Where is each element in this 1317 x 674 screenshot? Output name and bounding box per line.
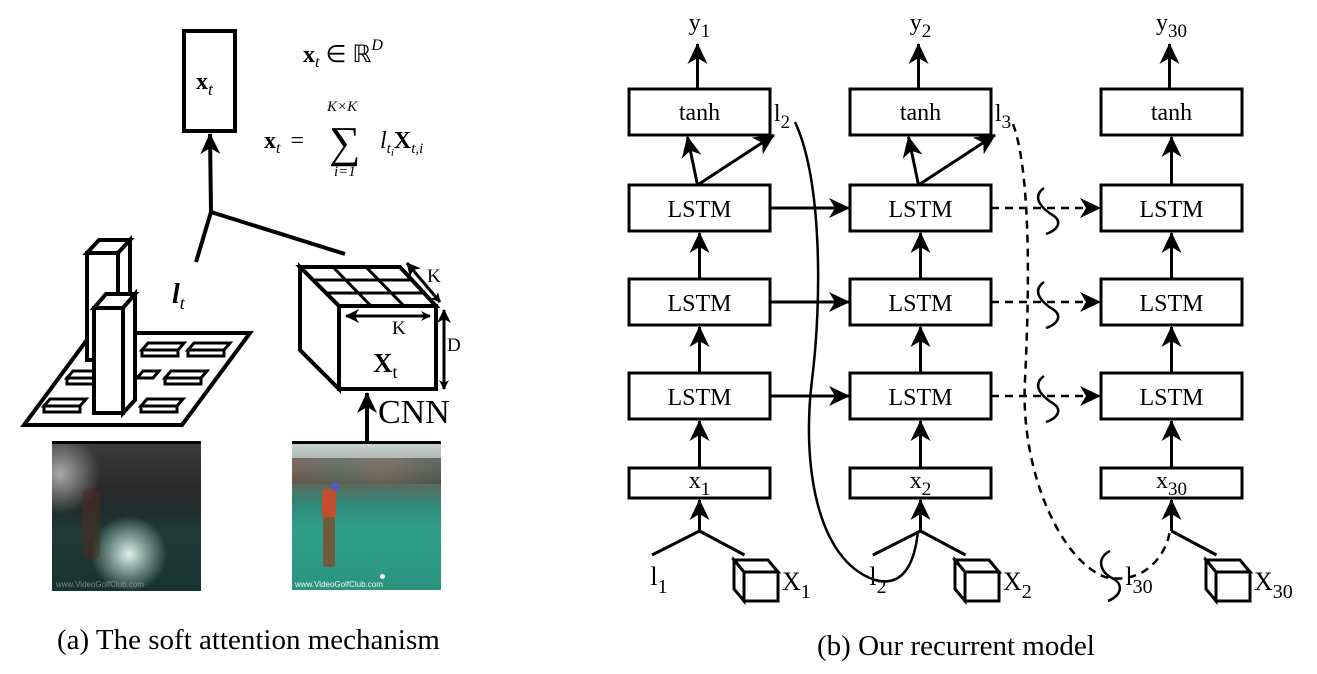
- svg-text:K×K: K×K: [326, 99, 358, 115]
- output-label: y30: [1156, 10, 1187, 42]
- location-input-label: l30: [1125, 562, 1152, 598]
- tanh-box: [627, 87, 772, 137]
- location-input-line: [872, 529, 922, 557]
- frame-cube-icon: [951, 555, 1003, 606]
- feature-arrow: [200, 133, 221, 213]
- tanh-arrow: [902, 136, 923, 186]
- frame-label: X30: [1254, 567, 1293, 603]
- lstm-label: LSTM: [1139, 197, 1203, 223]
- frame-input-line: [698, 529, 746, 557]
- lstm-box: [848, 277, 993, 327]
- cube-label: Xt: [373, 348, 398, 382]
- svg-text:xt=: xt=: [264, 128, 304, 157]
- attention-branch-line: [194, 211, 213, 263]
- photo-watermark: www.VideoGolfClub.com: [295, 580, 383, 589]
- lstm-box: [1099, 277, 1244, 327]
- tanh-label: tanh: [900, 100, 941, 126]
- equation-soft-attention: xt= K×K ∑ i=1 ltiXt,i: [264, 99, 423, 180]
- cnn-label: CNN: [378, 394, 450, 431]
- location-input-label: l1: [650, 562, 667, 598]
- tanh-box: [1099, 87, 1244, 137]
- location-output-label: l3: [995, 101, 1011, 133]
- frame-label: X2: [1003, 567, 1032, 603]
- golfer-legs: [323, 517, 335, 567]
- input-feature-box: [627, 466, 772, 500]
- input-video-frame: www.VideoGolfClub.com: [292, 441, 441, 590]
- tanh-label: tanh: [679, 100, 720, 126]
- input-feature-label: x30: [1156, 468, 1187, 500]
- location-input-line: [651, 529, 701, 557]
- cube-depth-dimension: [405, 262, 442, 303]
- lstm-label: LSTM: [1139, 385, 1203, 411]
- output-label: y2: [910, 10, 932, 42]
- attention-map-label: lt: [172, 279, 186, 313]
- golfer-head: [331, 482, 340, 491]
- lstm-label: LSTM: [888, 197, 952, 223]
- golfer-shirt: [322, 489, 336, 519]
- tanh-label: tanh: [1151, 100, 1192, 126]
- location-input-label: l2: [869, 562, 886, 598]
- cube-depth-label: K: [427, 266, 441, 287]
- attention-map-icon: [20, 234, 254, 427]
- cube-width-label: K: [392, 318, 406, 339]
- lstm-label: LSTM: [1139, 291, 1203, 317]
- input-feature-label: x1: [689, 468, 711, 500]
- tanh-box: [848, 87, 993, 137]
- location-feedback-curve: [793, 121, 920, 583]
- feature-cube-icon: [295, 262, 441, 394]
- feature-branch-line: [210, 210, 346, 256]
- svg-text:∑: ∑: [329, 118, 360, 167]
- trees-background: [292, 458, 441, 484]
- golf-ball: [380, 574, 385, 579]
- caption-panel-a: (a) The soft attention mechanism: [57, 624, 440, 656]
- input-feature-box: [1099, 466, 1244, 500]
- location-feedback-curve-skipped: [1011, 123, 1172, 580]
- photo-watermark: www.VideoGolfClub.com: [56, 580, 144, 589]
- lstm-box: [848, 371, 993, 421]
- time-break-icon: [1037, 186, 1060, 236]
- lstm-box: [627, 371, 772, 421]
- frame-cube-icon: [730, 555, 782, 606]
- tanh-arrow: [681, 136, 702, 186]
- lstm-label: LSTM: [667, 197, 731, 223]
- frame-input-line: [1170, 529, 1218, 557]
- lstm-label: LSTM: [667, 291, 731, 317]
- frame-cube-icon: [1202, 555, 1254, 606]
- svg-text:i=1: i=1: [334, 164, 356, 180]
- lstm-box: [1099, 183, 1244, 233]
- panel-a: xt xt∈ℝD xt= K×K ∑ i=1 ltiXt,i: [20, 29, 461, 441]
- time-break-icon: [1037, 280, 1060, 330]
- location-output-arrow: [696, 133, 775, 187]
- frame-input-line: [919, 529, 967, 557]
- feature-vector-label: xt: [196, 69, 214, 99]
- caption-panel-b: (b) Our recurrent model: [817, 630, 1095, 662]
- lstm-label: LSTM: [888, 385, 952, 411]
- cube-height-label: D: [447, 335, 461, 356]
- output-label: y1: [689, 10, 711, 42]
- equation-feature-space: xt∈ℝD: [303, 37, 383, 71]
- time-break-icon: [1100, 549, 1121, 603]
- lstm-label: LSTM: [667, 385, 731, 411]
- lstm-box: [1099, 371, 1244, 421]
- time-break-icon: [1037, 374, 1060, 424]
- location-output-label: l2: [774, 101, 790, 133]
- svg-text:ltiXt,i: ltiXt,i: [380, 128, 423, 159]
- feature-vector-box: [182, 29, 237, 133]
- lstm-box: [627, 277, 772, 327]
- lstm-label: LSTM: [888, 291, 952, 317]
- location-output-arrow: [917, 133, 996, 187]
- golfer-silhouette: [82, 489, 100, 559]
- frame-label: X1: [782, 567, 811, 603]
- attention-overlay-frame: www.VideoGolfClub.com: [52, 441, 201, 591]
- input-feature-label: x2: [910, 468, 932, 500]
- input-feature-box: [848, 466, 993, 500]
